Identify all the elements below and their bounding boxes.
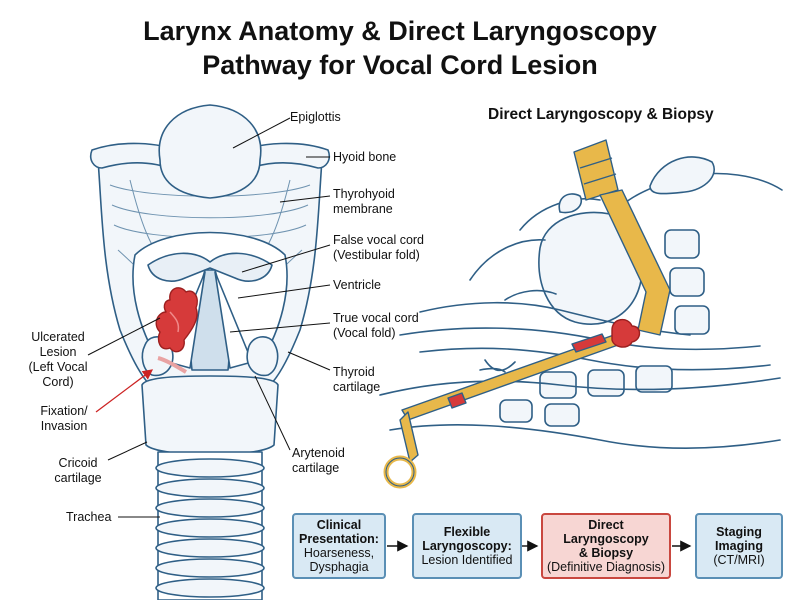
flow-step-flexible-laryngoscopy: Flexible Laryngoscopy: Lesion Identified: [412, 513, 522, 579]
epiglottis: [158, 104, 262, 199]
flow-step-staging-imaging: Staging Imaging (CT/MRI): [695, 513, 783, 579]
title-line-2: Pathway for Vocal Cord Lesion: [202, 50, 598, 80]
label-ventricle: Ventricle: [333, 278, 381, 292]
trachea: [155, 451, 265, 600]
flow-step-direct-laryngoscopy-biopsy: Direct Laryngoscopy & Biopsy (Definitive…: [541, 513, 671, 579]
fixation-invasion: [157, 356, 188, 374]
title-line-1: Larynx Anatomy & Direct Laryngoscopy: [143, 16, 657, 46]
laryngoscopy-illustration: [379, 156, 783, 450]
label-hyoid-bone: Hyoid bone: [333, 150, 397, 164]
false-vocal-cord: [147, 252, 273, 282]
label-epiglottis: Epiglottis: [290, 110, 341, 124]
arytenoid-right: [246, 336, 279, 377]
label-false-vocal-cord: False vocal cord(Vestibular fold): [333, 233, 425, 262]
cricoid-cartilage: [141, 375, 279, 456]
label-trachea: Trachea: [66, 510, 112, 524]
label-fixation-invasion: Fixation/Invasion: [40, 404, 88, 433]
procedure-title: Direct Laryngoscopy & Biopsy: [488, 106, 714, 123]
larynx-illustration: [89, 104, 331, 600]
flow-step-clinical-presentation: Clinical Presentation: Hoarseness, Dysph…: [292, 513, 386, 579]
invasion-arrow: [95, 369, 154, 413]
label-true-vocal-cord: True vocal cord(Vocal fold): [333, 311, 419, 340]
true-vocal-cord-right: [214, 271, 253, 369]
left-leader-lines: [87, 117, 331, 518]
laryngoscope: [383, 139, 671, 489]
page-title: Larynx Anatomy & Direct Laryngoscopy Pat…: [0, 14, 800, 82]
